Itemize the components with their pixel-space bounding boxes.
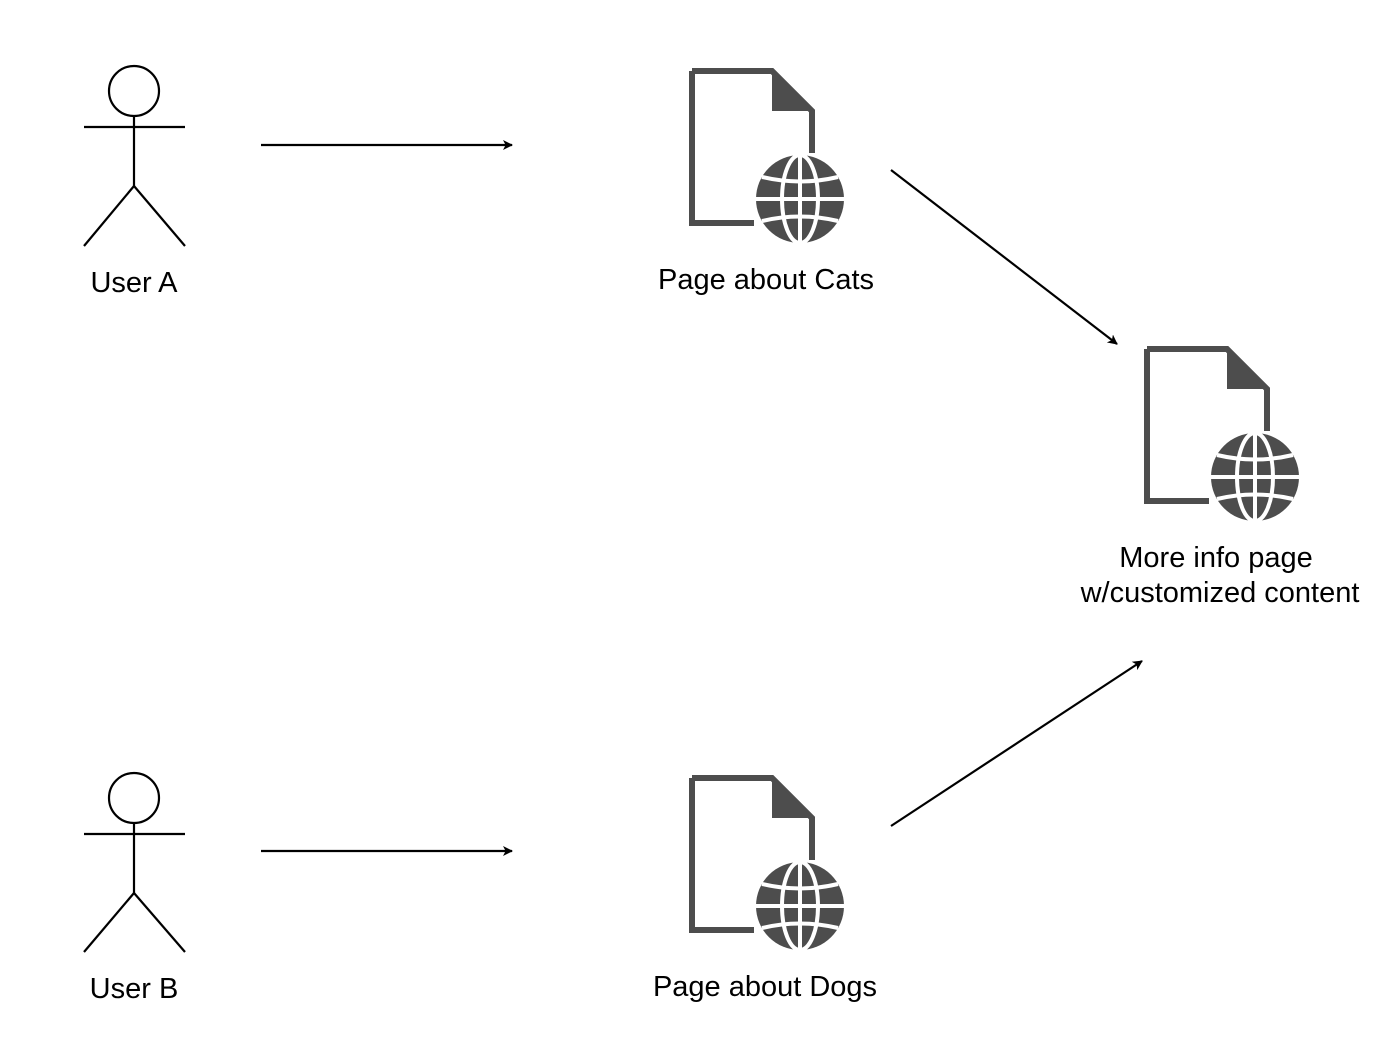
page-about-cats-label: Page about Cats bbox=[657, 264, 875, 296]
user-b-label: User B bbox=[89, 973, 179, 1005]
user-b-actor-icon bbox=[83, 771, 186, 953]
page-about-cats-icon bbox=[692, 71, 844, 243]
user-a-label: User A bbox=[90, 267, 178, 299]
page-about-dogs-icon bbox=[692, 778, 844, 950]
user-a-actor-icon bbox=[83, 64, 186, 247]
edge-dogs-to-more-info bbox=[890, 660, 1143, 827]
more-info-page-label-line1: More info page bbox=[1119, 542, 1313, 574]
more-info-page-icon bbox=[1147, 349, 1299, 521]
page-about-dogs-label: Page about Dogs bbox=[652, 971, 878, 1003]
more-info-page-label-line2: w/customized content bbox=[1080, 577, 1360, 609]
edge-cats-to-more-info bbox=[890, 169, 1118, 345]
